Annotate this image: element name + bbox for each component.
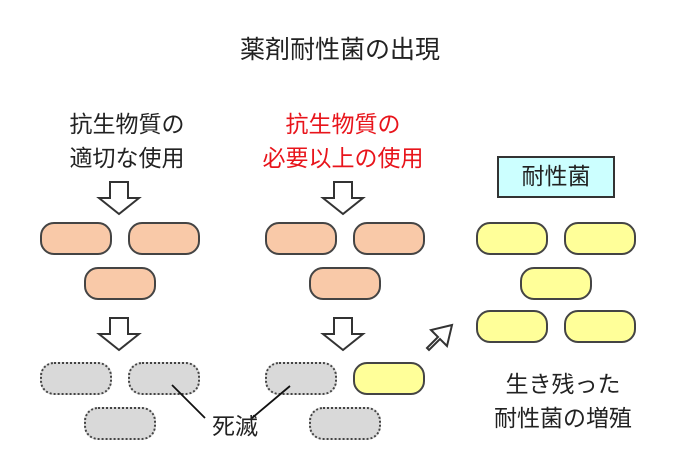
death-pointer-line (251, 385, 291, 419)
dead-bacterium (128, 362, 200, 395)
death-label: 死滅 (212, 414, 258, 440)
normal-bacterium (353, 222, 425, 255)
normal-bacterium (84, 267, 156, 300)
left-label-line1: 抗生物質の (69, 112, 185, 138)
dead-bacterium (309, 407, 381, 440)
resistant-bacterium (520, 267, 592, 300)
normal-bacterium (265, 222, 337, 255)
middle-label-line1: 抗生物質の (285, 112, 401, 138)
death-pointer-line (171, 384, 206, 419)
dead-bacterium (84, 407, 156, 440)
dead-bacterium (265, 362, 337, 395)
diagonal-arrow-icon (425, 323, 454, 352)
resistant-bacterium (476, 222, 548, 255)
down-arrow-icon (96, 181, 142, 216)
left-label-line2: 適切な使用 (69, 146, 185, 172)
normal-bacterium (309, 267, 381, 300)
resistant-bacterium (476, 310, 548, 343)
survivor-label-line1: 生き残った (505, 372, 621, 398)
surviving-resistant-bacterium (353, 362, 425, 395)
down-arrow-icon (320, 317, 366, 352)
dead-bacterium (40, 362, 112, 395)
survivor-label-line2: 耐性菌の増殖 (494, 406, 632, 432)
resistant-bacteria-badge: 耐性菌 (497, 156, 615, 198)
resistant-bacterium (564, 310, 636, 343)
down-arrow-icon (320, 181, 366, 216)
diagram-title: 薬剤耐性菌の出現 (239, 35, 440, 64)
down-arrow-icon (96, 317, 142, 352)
middle-label-line2: 必要以上の使用 (262, 146, 424, 172)
normal-bacterium (128, 222, 200, 255)
resistant-bacterium (564, 222, 636, 255)
normal-bacterium (40, 222, 112, 255)
